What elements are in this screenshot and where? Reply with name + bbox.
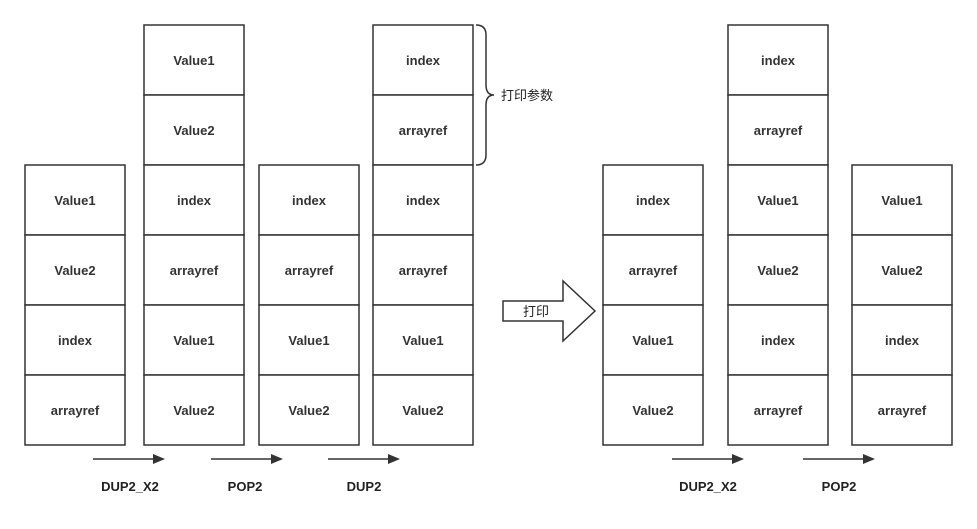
stack-cell — [24, 164, 126, 236]
stack-cell-label: Value2 — [288, 403, 329, 418]
stack-cell — [851, 374, 953, 446]
stack-cell-label: index — [292, 193, 327, 208]
stack-cell — [143, 234, 245, 306]
operations-layer: DUP2_X2 POP2 DUP2 DUP2_X2 POP2 — [93, 454, 875, 494]
stack-cell-label: Value2 — [402, 403, 443, 418]
stack-cell-label: Value2 — [757, 263, 798, 278]
stack-cell-label: arrayref — [285, 263, 334, 278]
operation-arrow-head — [732, 454, 744, 464]
stack-cell — [727, 304, 829, 376]
stack-cell — [258, 234, 360, 306]
stack-cell-label: index — [406, 53, 441, 68]
print-arrow-label: 打印 — [523, 305, 549, 320]
stack-cell-label: arrayref — [754, 123, 803, 138]
stack-cell — [602, 164, 704, 236]
stack-cell — [372, 234, 474, 306]
stack-cell-label: index — [636, 193, 671, 208]
stack-cell — [143, 94, 245, 166]
stacks-layer: Value1Value2indexarrayrefValue1Value2ind… — [24, 24, 953, 446]
stack-cell — [727, 94, 829, 166]
stack-cell-label: arrayref — [399, 263, 448, 278]
stack-cell-label: arrayref — [754, 403, 803, 418]
operation-label: DUP2_X2 — [101, 479, 159, 494]
stack-cell — [602, 304, 704, 376]
operation-label: DUP2 — [347, 479, 382, 494]
stack-cell — [602, 374, 704, 446]
operation-arrow-head — [863, 454, 875, 464]
stack-cell — [851, 164, 953, 236]
operation-label: DUP2_X2 — [679, 479, 737, 494]
stack-cell-label: index — [177, 193, 212, 208]
stack-cell — [727, 374, 829, 446]
stack-cell-label: Value1 — [288, 333, 329, 348]
stack-cell-label: Value2 — [632, 403, 673, 418]
stack-cell-label: Value1 — [757, 193, 798, 208]
stack-cell — [24, 374, 126, 446]
stack-cell-label: Value1 — [54, 193, 95, 208]
operation-label: POP2 — [822, 479, 857, 494]
stack-cell — [851, 304, 953, 376]
stack-cell — [727, 164, 829, 236]
stack-cell-label: index — [885, 333, 920, 348]
stack-cell — [372, 304, 474, 376]
stack-cell-label: Value2 — [173, 123, 214, 138]
stack-cell-label: arrayref — [51, 403, 100, 418]
stack-cell — [24, 234, 126, 306]
print-params-brace — [475, 24, 495, 166]
stack-cell-label: index — [761, 53, 796, 68]
stack-cell-label: Value2 — [173, 403, 214, 418]
stack-cell-label: index — [406, 193, 441, 208]
stack-cell-label: Value1 — [173, 333, 214, 348]
stack-cell-label: index — [58, 333, 93, 348]
stack-cell-label: index — [761, 333, 796, 348]
operation-arrow-head — [153, 454, 165, 464]
stack-cell-label: arrayref — [878, 403, 927, 418]
stack-cell — [372, 374, 474, 446]
stack-cell-label: Value1 — [881, 193, 922, 208]
operation-5: POP2 — [803, 454, 875, 494]
operation-2: POP2 — [211, 454, 283, 494]
stack-cell — [372, 164, 474, 236]
stack-cell — [602, 234, 704, 306]
stack-cell-label: Value1 — [173, 53, 214, 68]
stack-cell — [258, 374, 360, 446]
stack-cell-label: Value1 — [632, 333, 673, 348]
stack-cell-label: Value2 — [881, 263, 922, 278]
stack-cell-label: arrayref — [399, 123, 448, 138]
operation-arrow-head — [271, 454, 283, 464]
print-params-label: 打印参数 — [501, 88, 553, 104]
stack-cell-label: Value1 — [402, 333, 443, 348]
stack-cell — [372, 94, 474, 166]
operation-1: DUP2_X2 — [93, 454, 165, 494]
operation-label: POP2 — [228, 479, 263, 494]
stack-cell — [258, 164, 360, 236]
stack-cell — [727, 234, 829, 306]
stack-cell — [24, 304, 126, 376]
stack-cell — [727, 24, 829, 96]
operation-3: DUP2 — [328, 454, 400, 494]
stack-cell — [143, 374, 245, 446]
stack-cell-label: arrayref — [170, 263, 219, 278]
operation-4: DUP2_X2 — [672, 454, 744, 494]
print-arrow — [502, 279, 597, 343]
operation-arrow-head — [388, 454, 400, 464]
stack-cell-label: Value2 — [54, 263, 95, 278]
stack-cell-label: arrayref — [629, 263, 678, 278]
